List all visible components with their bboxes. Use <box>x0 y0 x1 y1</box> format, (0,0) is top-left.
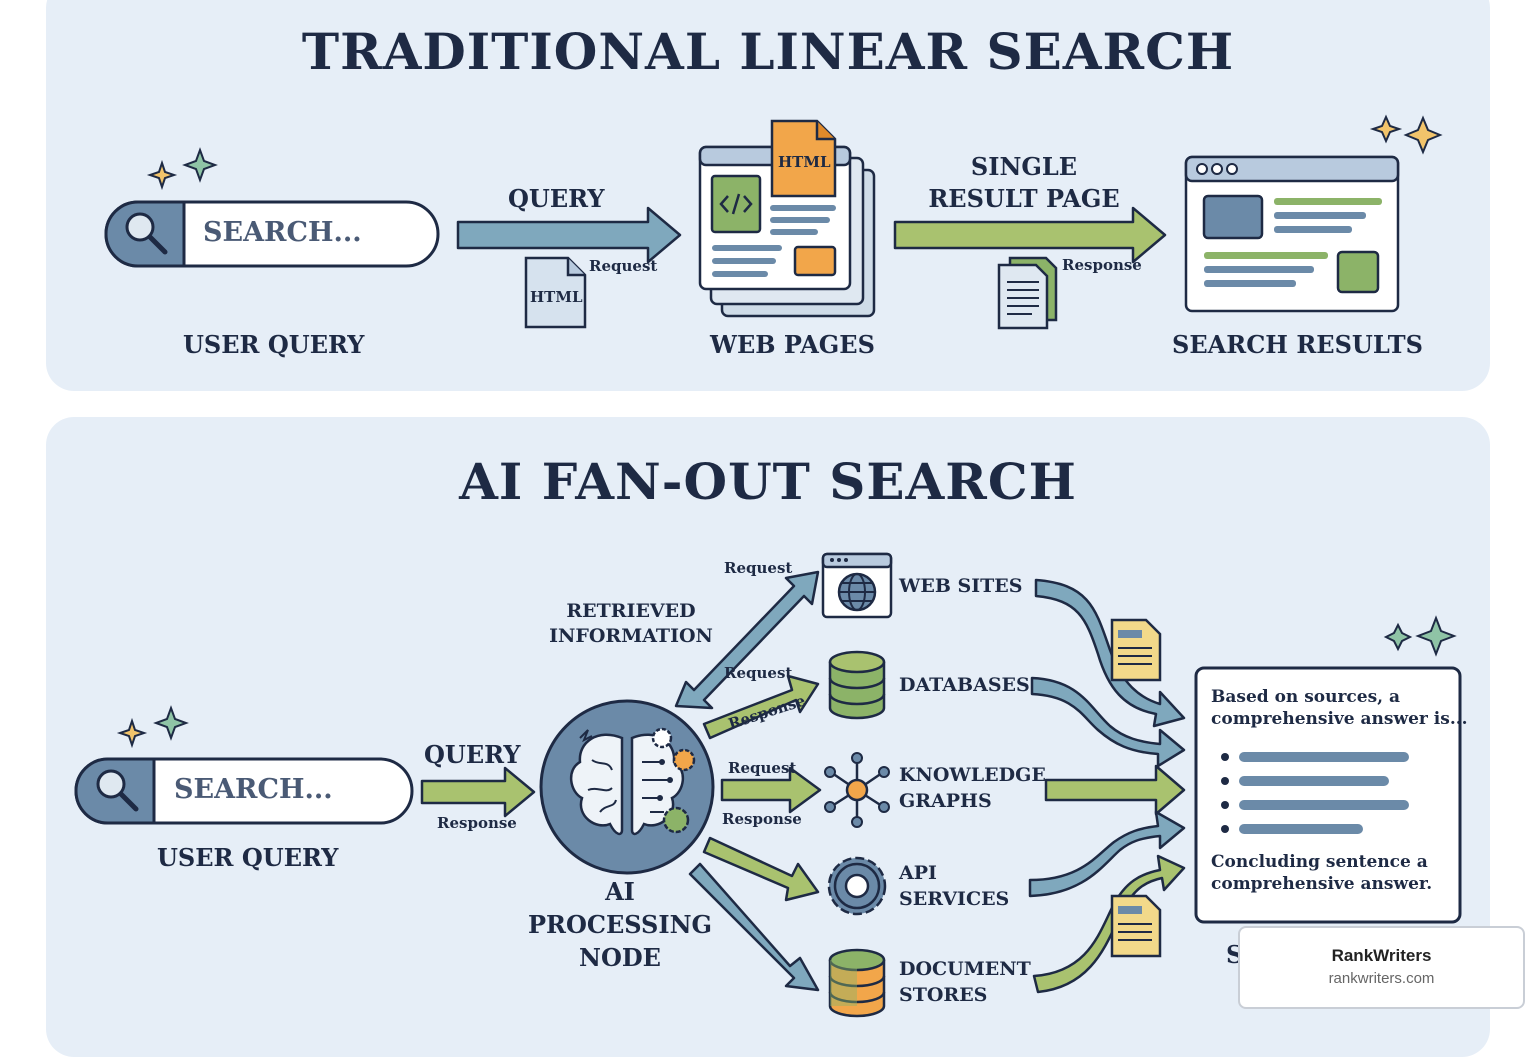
document-store-database-icon <box>828 948 886 1018</box>
retrieved-information-label-line1: RETRIEVED <box>566 600 696 622</box>
answer-conclusion-line1: Concluding sentence a <box>1211 852 1428 872</box>
ai-node-label-line2: PROCESSING <box>527 910 713 939</box>
search-results-label: SEARCH RESULTS <box>1172 330 1423 359</box>
sparkle-icon <box>1369 114 1443 155</box>
watermark-name: RankWriters <box>1331 946 1432 965</box>
ai-node-label-line1: AI <box>605 877 635 906</box>
output-arrows <box>1028 578 1186 994</box>
single-result-label-line1: SINGLE <box>970 152 1078 181</box>
answer-card <box>1194 666 1462 924</box>
retrieved-information-arrow <box>674 570 820 710</box>
html-document-icon <box>524 256 587 329</box>
web-pages-html-label: HTML <box>778 153 831 171</box>
document-icon <box>1110 894 1162 958</box>
databases-arrow <box>702 674 820 740</box>
single-result-label-line2: RESULT PAGE <box>928 184 1120 213</box>
source-label-databases: DATABASES <box>899 674 1030 696</box>
ai-processing-node-icon <box>539 699 715 875</box>
request-label: Request <box>724 559 793 577</box>
source-label-web-sites: WEB SITES <box>899 575 1023 597</box>
source-label-stores: STORES <box>899 984 988 1006</box>
user-query-label: USER QUERY <box>183 330 365 359</box>
html-doc-label: HTML <box>530 288 583 306</box>
query-arrow-label: QUERY <box>508 184 605 213</box>
web-pages-label: WEB PAGES <box>710 330 875 359</box>
source-label-services: SERVICES <box>899 888 1010 910</box>
request-label: Request <box>589 257 658 275</box>
document-stores-arrow <box>688 862 820 992</box>
ai-node-label-line3: NODE <box>579 943 661 972</box>
single-result-arrow <box>893 206 1167 264</box>
source-label-api: API <box>899 862 937 884</box>
answer-conclusion-line2: comprehensive answer. <box>1211 874 1433 894</box>
knowledge-graphs-arrow <box>720 766 822 814</box>
search-icon <box>125 212 168 255</box>
knowledge-graph-icon <box>824 752 890 828</box>
answer-intro-line2: comprehensive answer is... <box>1211 709 1468 729</box>
ai-fanout-title: AI FAN-OUT SEARCH <box>459 452 1077 511</box>
database-icon <box>828 650 886 720</box>
gear-icon <box>827 856 887 916</box>
response-documents-icon <box>997 256 1058 330</box>
request-label: Request <box>724 664 793 682</box>
query-label: QUERY <box>424 740 521 769</box>
query-response-label: Response <box>437 814 517 832</box>
retrieved-information-label-line2: INFORMATION <box>549 625 713 647</box>
response-label: Response <box>722 810 802 828</box>
search-icon <box>96 769 139 812</box>
answer-intro-line1: Based on sources, a <box>1211 687 1401 707</box>
request-label: Request <box>728 759 797 777</box>
traditional-search-title: TRADITIONAL LINEAR SEARCH <box>301 22 1235 81</box>
web-pages-stack-icon <box>698 119 876 318</box>
sparkle-icon <box>116 705 189 749</box>
source-label-knowledge: KNOWLEDGE <box>899 764 1046 786</box>
sparkle-icon <box>1383 615 1457 657</box>
watermark-url: rankwriters.com <box>1328 970 1435 987</box>
search-bar[interactable] <box>104 200 440 268</box>
source-label-document: DOCUMENT <box>899 958 1031 980</box>
source-label-graphs: GRAPHS <box>899 790 992 812</box>
document-icon <box>1110 618 1162 682</box>
query-arrow <box>420 766 536 818</box>
watermark-badge: RankWriters rankwriters.com <box>1238 926 1525 1009</box>
diagram-graphics <box>74 114 1462 1018</box>
search-input-placeholder[interactable]: SEARCH... <box>203 217 362 248</box>
search-results-browser-icon <box>1184 155 1400 313</box>
api-services-arrow <box>702 836 820 902</box>
sparkle-icon <box>146 147 218 191</box>
response-label: Response <box>1062 256 1142 274</box>
query-arrow <box>456 206 682 264</box>
search-input-placeholder[interactable]: SEARCH... <box>174 774 333 805</box>
user-query-label: USER QUERY <box>157 843 339 872</box>
globe-browser-icon <box>821 552 893 619</box>
